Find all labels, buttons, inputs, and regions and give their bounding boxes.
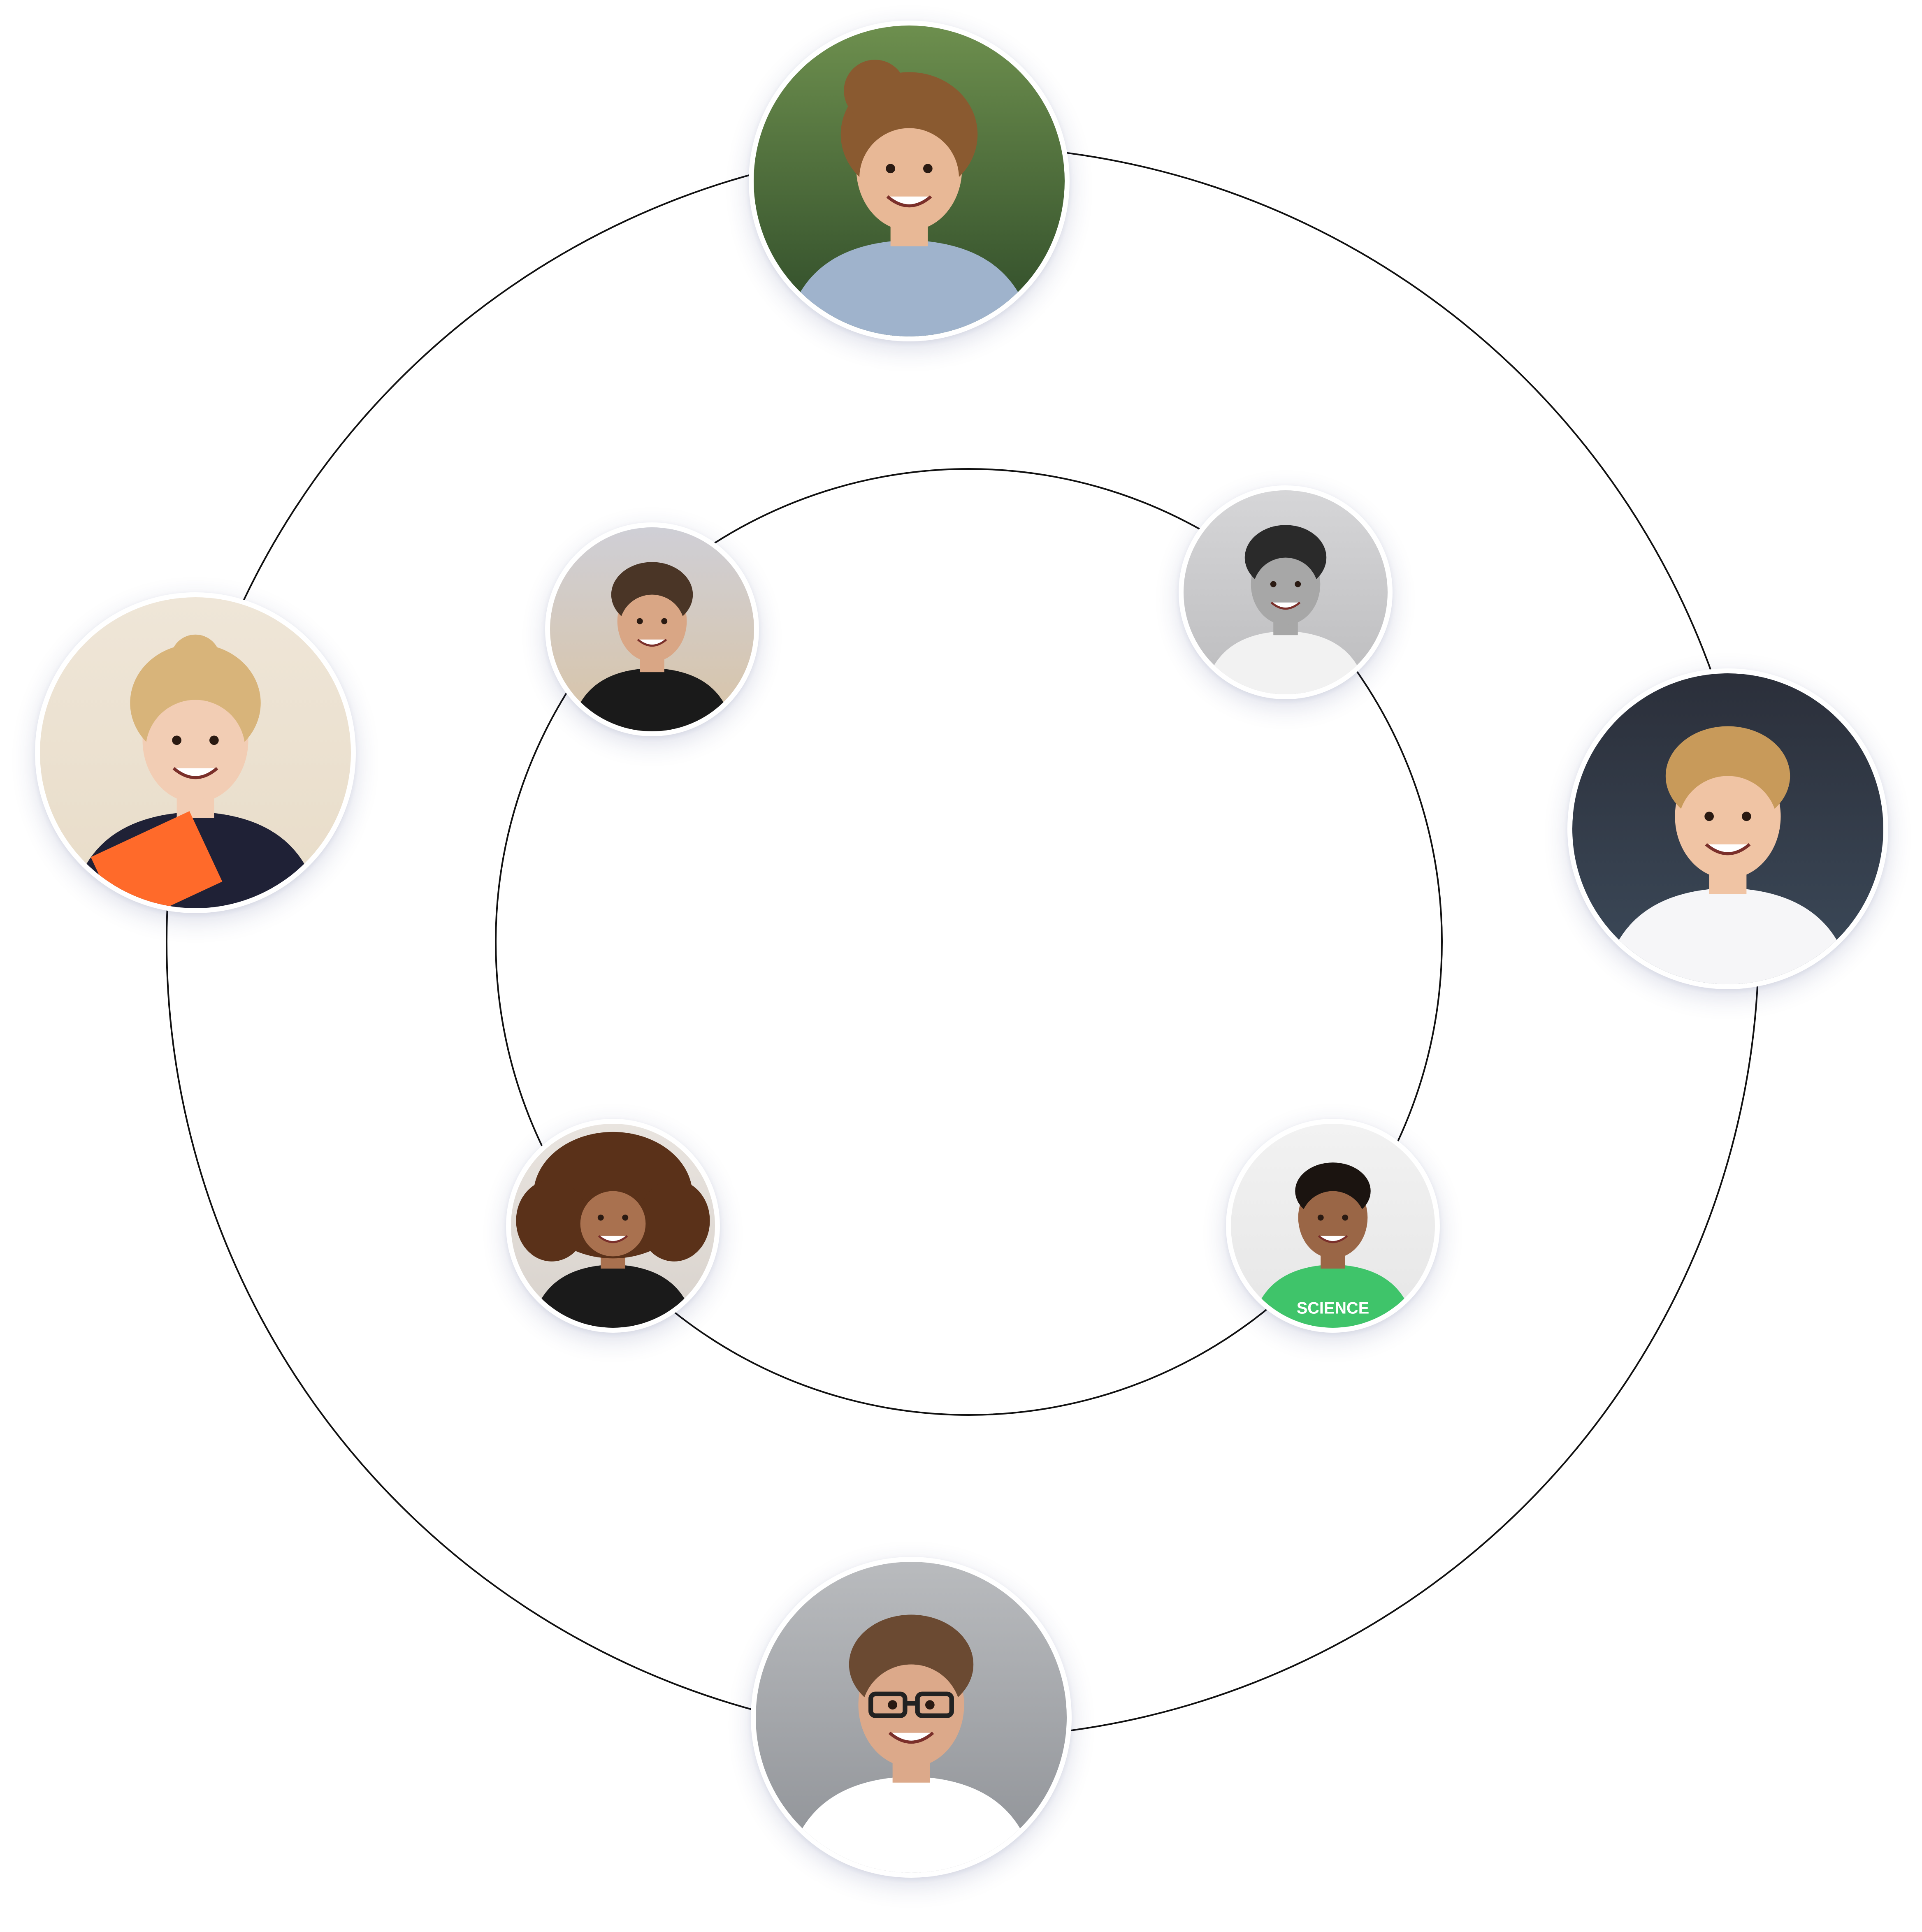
avatar-man-right-white-shirt <box>1567 668 1888 989</box>
avatar-man-inner-monochrome <box>1179 485 1393 699</box>
avatar-woman-left-orange-folder <box>35 592 356 913</box>
inner-orbit-ring <box>495 468 1443 1416</box>
avatar-woman-top-forest <box>749 21 1070 341</box>
avatar-woman-inner-curly-hair <box>506 1119 720 1333</box>
svg-text:SCIENCE: SCIENCE <box>1297 1299 1369 1317</box>
avatar-man-inner-green-tshirt: SCIENCE <box>1226 1119 1440 1333</box>
avatar-woman-inner-beach <box>545 522 759 736</box>
avatar-man-bottom-glasses <box>751 1557 1072 1878</box>
